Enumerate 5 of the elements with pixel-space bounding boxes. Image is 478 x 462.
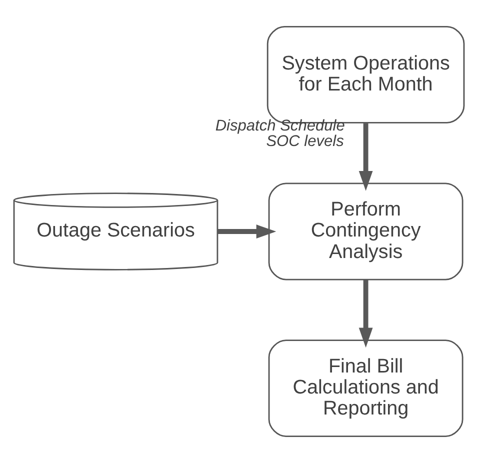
arrow [218, 224, 276, 238]
node-box: Final Bill Calculations and Reporting [268, 339, 464, 437]
node-box: Perform Contingency Analysis [268, 182, 464, 280]
arrow [358, 122, 373, 190]
arrow [358, 279, 373, 348]
